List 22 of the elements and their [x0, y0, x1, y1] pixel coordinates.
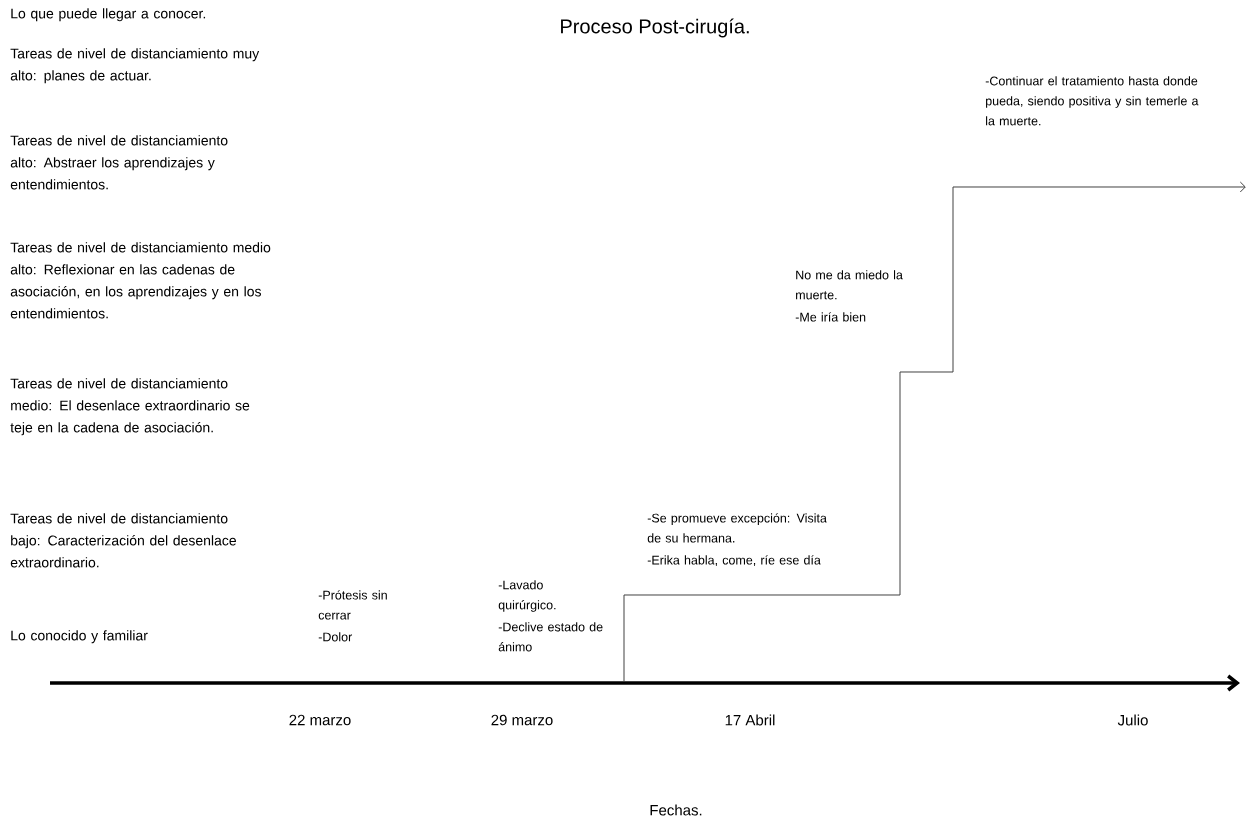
level-text: Tareas de nivel de distanciamiento medio alto: Reflexionar en las cadenas de asociación, en los aprendizajes y en los entendimientos. — [10, 242, 271, 319]
date-label: 22 marzo — [289, 714, 351, 726]
level-text: Lo conocido y familiar — [11, 630, 148, 644]
level-text: Tareas de nivel de distanciamiento alto: Abstraer los aprendizajes y entendimientos. — [10, 135, 228, 190]
level-text: Lo que puede llegar a conocer. — [11, 8, 206, 22]
event-note: -Continuar el tratamiento hasta donde pueda, siendo positiva y sin temerle a la muerte. — [985, 76, 1199, 126]
date-label: 17 Abril — [725, 714, 775, 726]
level-text: Tareas de nivel de distanciamiento medio: El desenlace extraordinario se teje en la cadena de asociación. — [10, 378, 250, 436]
event-note: -Prótesis sin cerrar — [318, 590, 387, 620]
date-label: Julio — [1117, 714, 1148, 726]
event-note: -Declive estado de ánimo — [498, 622, 603, 652]
event-note: -Erika habla, come, ríe ese día — [647, 555, 821, 566]
level-text: Tareas de nivel de distanciamiento bajo: Caracterización del desenlace extraordinario. — [10, 513, 236, 568]
axis-title: Fechas. — [650, 804, 702, 816]
event-note: No me da miedo la muerte. — [796, 270, 903, 300]
event-note: -Lavado quirúrgico. — [498, 580, 556, 612]
event-note: -Me iría bien — [795, 312, 866, 322]
date-label: 29 marzo — [491, 714, 553, 726]
event-note: -Se promueve excepción: Visita de su hermana. — [647, 513, 827, 543]
title: Proceso Post-cirugía. — [561, 18, 749, 38]
event-note: -Dolor — [318, 632, 352, 642]
level-text: Tareas de nivel de distanciamiento muy alto: planes de actuar. — [10, 48, 260, 84]
